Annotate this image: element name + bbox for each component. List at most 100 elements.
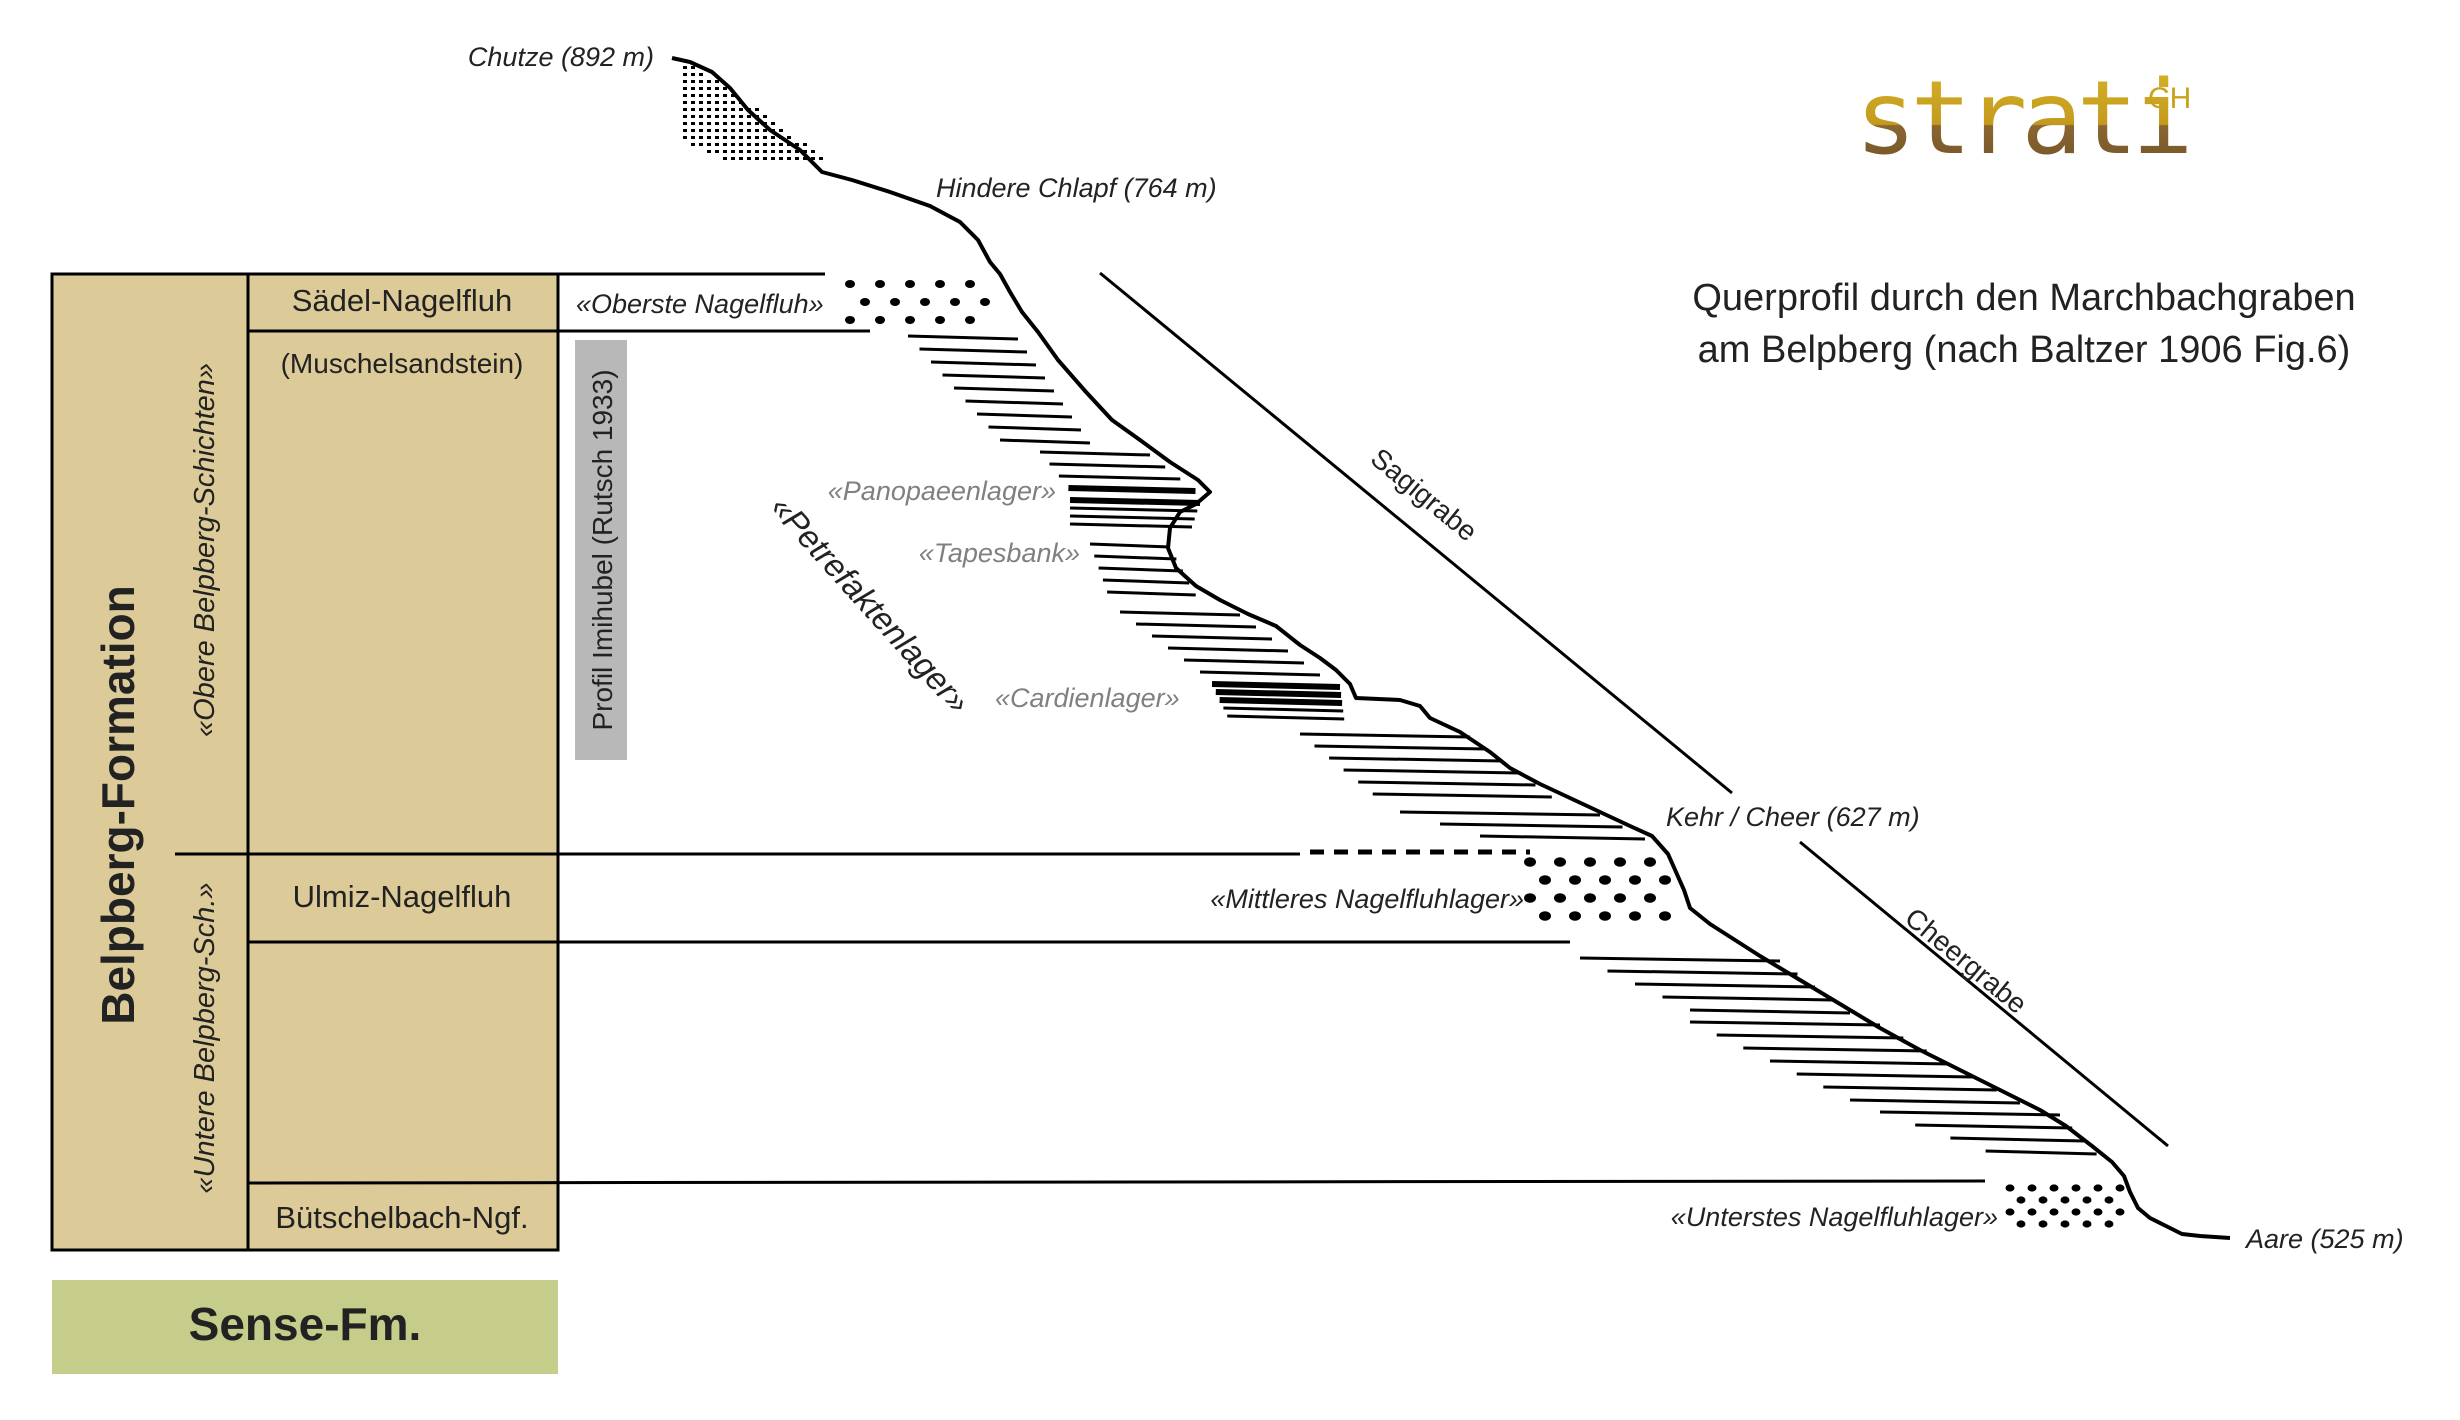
conglomerate-dot [723, 157, 727, 160]
conglomerate-dot [731, 157, 735, 160]
conglomerate-dot [683, 80, 687, 83]
conglomerate-dot [860, 298, 870, 306]
conglomerate-dot [747, 122, 751, 125]
conglomerate-dot [1554, 857, 1566, 867]
conglomerate-dot [1524, 893, 1536, 903]
conglomerate-dot [845, 280, 855, 288]
conglomerate-dot [965, 316, 975, 324]
conglomerate-dot [683, 87, 687, 90]
conglomerate-dot [747, 143, 751, 146]
conglomerate-dot [691, 66, 695, 69]
conglomerate-dot [723, 150, 727, 153]
conglomerate-dot [715, 150, 719, 153]
hatch-stroke [1399, 810, 1601, 817]
hatch-stroke [1299, 732, 1471, 739]
conglomerate-dot [699, 80, 703, 83]
conglomerate-dot [707, 150, 711, 153]
conglomerate-dot [2093, 1184, 2103, 1192]
conglomerate-dot [2082, 1196, 2092, 1204]
hatch-stroke [976, 412, 1073, 419]
aare-label: Aare (525 m) [2244, 1224, 2404, 1254]
hatch-stroke [1069, 506, 1198, 513]
conglomerate-dot [683, 129, 687, 132]
hatch-stroke [1039, 450, 1151, 457]
conglomerate-dot [699, 87, 703, 90]
conglomerate-dot [683, 73, 687, 76]
conglomerate-dot [739, 108, 743, 111]
hatch-stroke [1662, 995, 1833, 1002]
hatch-stroke [1769, 1059, 1951, 1066]
hatch-stroke [1215, 689, 1342, 698]
hatch-stroke [1167, 646, 1289, 653]
conglomerate-dot [905, 316, 915, 324]
hatch-stroke [1796, 1072, 1974, 1079]
conglomerate-dot [699, 143, 703, 146]
conglomerate-dot [715, 115, 719, 118]
conglomerate-dot [763, 143, 767, 146]
hatch-stroke [1314, 744, 1487, 751]
cardienlager-label: «Cardienlager» [995, 683, 1180, 713]
muschelsandstein-label: (Muschelsandstein) [281, 348, 524, 379]
conglomerate-dot [771, 150, 775, 153]
conglomerate-dot [875, 316, 885, 324]
hatch-stroke [1634, 982, 1816, 989]
conglomerate-dot [845, 316, 855, 324]
conglomerate-dot [715, 87, 719, 90]
conglomerate-dot [1629, 911, 1641, 921]
conglomerate-dot [811, 157, 815, 160]
conglomerate-dot [763, 136, 767, 139]
conglomerate-dot [715, 136, 719, 139]
conglomerate-dot [2115, 1208, 2125, 1216]
lower-group-label: «Untere Belpberg-Sch.» [189, 882, 221, 1193]
mittleres-nagelfluhlager-label: «Mittleres Nagelfluhlager» [1210, 884, 1524, 914]
hatch-stroke [1183, 658, 1305, 665]
formation-label: Belpberg-Formation [92, 585, 144, 1025]
conglomerate-dot [731, 143, 735, 146]
hatch-stroke [919, 347, 1028, 354]
conglomerate-dot [1569, 911, 1581, 921]
conglomerate-dot [747, 157, 751, 160]
hindere-chlapf-label: Hindere Chlapf (764 m) [936, 173, 1217, 203]
hatch-stroke [1135, 622, 1257, 629]
hatch-stroke [965, 399, 1064, 406]
conglomerate-dot [699, 136, 703, 139]
conglomerate-dot [763, 150, 767, 153]
figure-title-line-2: am Belpberg (nach Baltzer 1906 Fig.6) [1698, 329, 2351, 371]
conglomerate-dot [731, 136, 735, 139]
conglomerate-dot [707, 115, 711, 118]
conglomerate-dot [755, 136, 759, 139]
conglomerate-dot [950, 298, 960, 306]
hatch-stroke [988, 425, 1082, 432]
hatch-stroke [1107, 590, 1196, 597]
logo-text: strati [1855, 59, 2187, 178]
unterstes-nagelfluhlager-label: «Unterstes Nagelfluhlager» [1671, 1202, 1998, 1232]
cheergrabe-label: Cheergrabe [1899, 902, 2033, 1020]
conglomerate-dot [890, 298, 900, 306]
conglomerate-dot [1539, 875, 1551, 885]
hatch-stroke [1094, 554, 1177, 561]
conglomerate-dot [691, 101, 695, 104]
conglomerate-dot [683, 122, 687, 125]
conglomerate-dot [683, 115, 687, 118]
conglomerate-dot [707, 101, 711, 104]
conglomerate-dot [2093, 1208, 2103, 1216]
tapesbank-label: «Tapesbank» [919, 538, 1080, 568]
conglomerate-dot [1584, 857, 1596, 867]
conglomerate-dot [779, 150, 783, 153]
conglomerate-dot [2104, 1196, 2114, 1204]
conglomerate-dot [1524, 857, 1536, 867]
saedel-nagelfluh-label: Sädel-Nagelfluh [292, 283, 513, 318]
conglomerate-dot [699, 129, 703, 132]
conglomerate-dot [731, 108, 735, 111]
hatch-stroke [1689, 1008, 1851, 1015]
conglomerate-dot [691, 108, 695, 111]
conglomerate-dot [2049, 1208, 2059, 1216]
hatch-stroke [999, 438, 1091, 445]
hatch-stroke [953, 386, 1055, 393]
buetschelbach-label: Bütschelbach-Ngf. [275, 1200, 528, 1235]
conglomerate-dot [1659, 911, 1671, 921]
conglomerate-dot [691, 115, 695, 118]
hatch-stroke [1089, 542, 1171, 549]
conglomerate-dot [771, 157, 775, 160]
